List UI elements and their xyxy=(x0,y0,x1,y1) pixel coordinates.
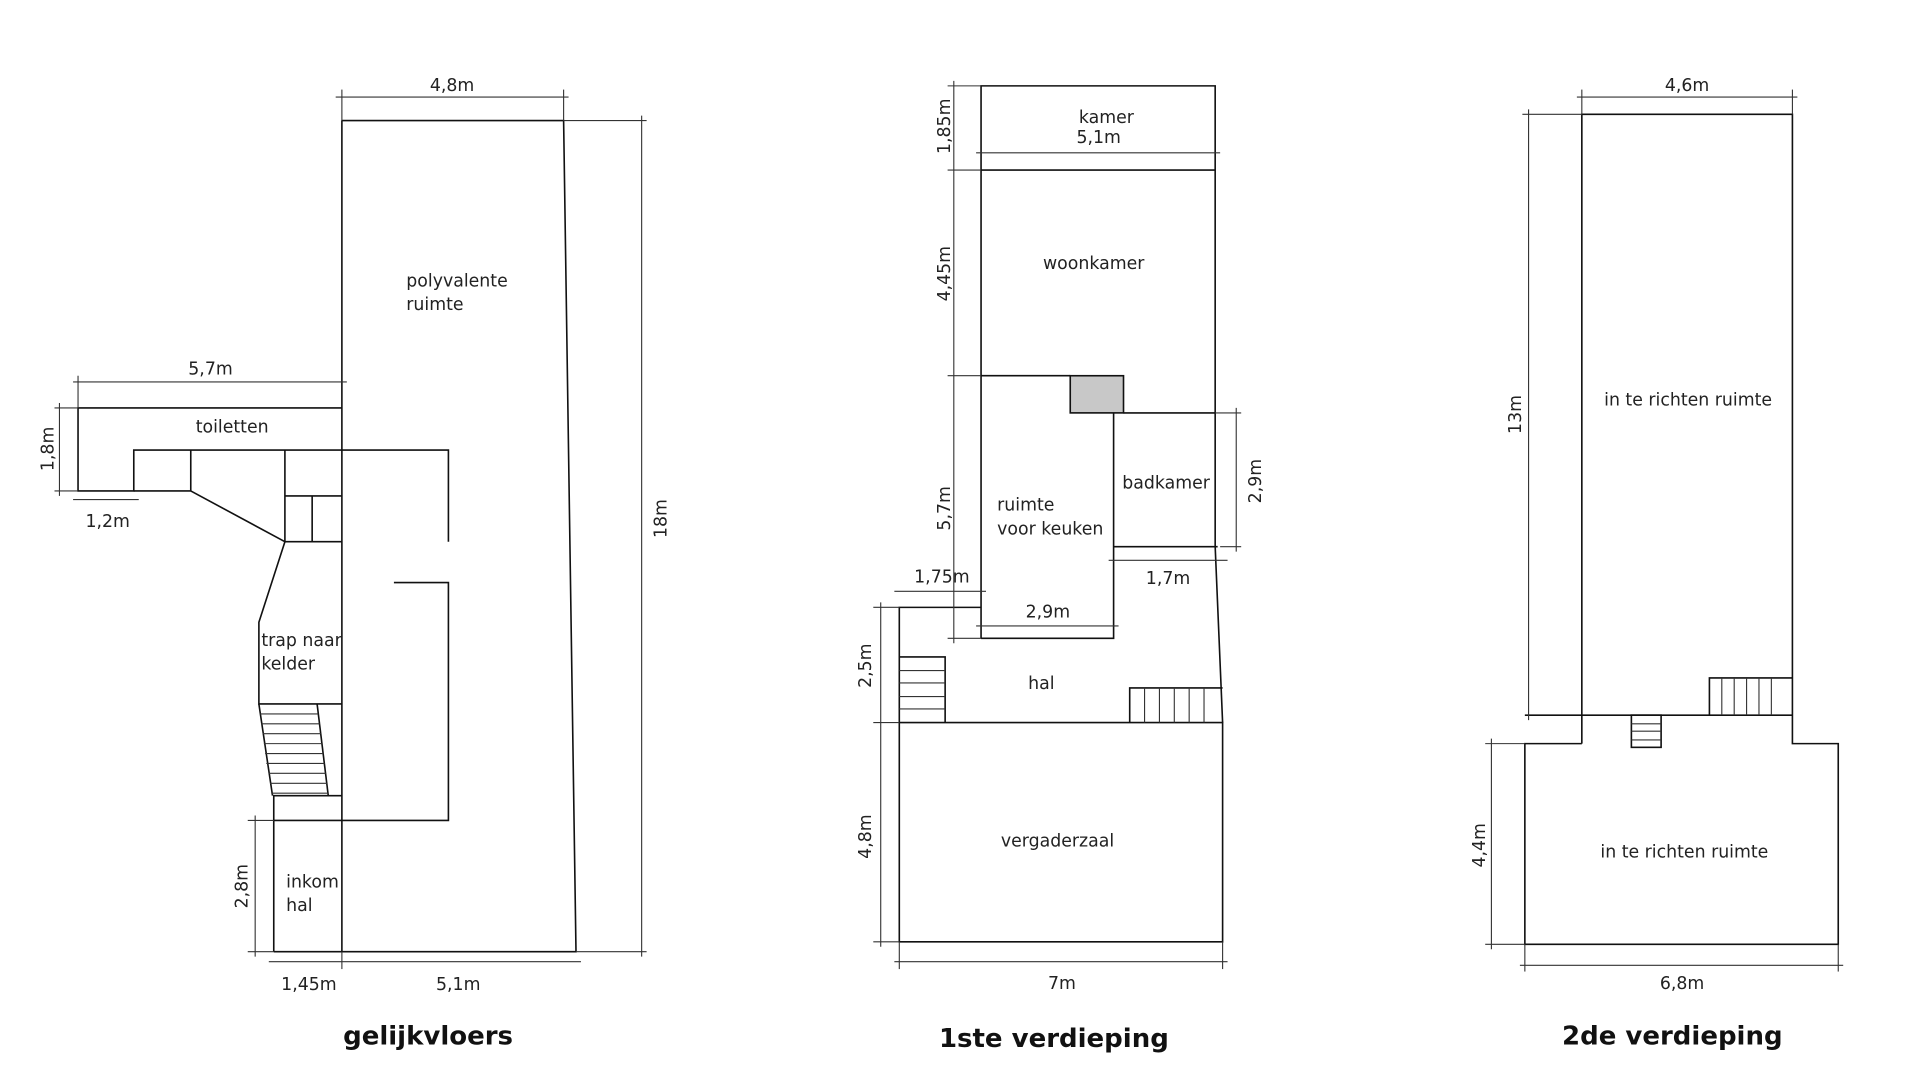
walls xyxy=(77,119,577,953)
dimension-lines xyxy=(873,80,1242,970)
dimension-label: 5,1m xyxy=(436,975,480,995)
dimension-label: 5,7m xyxy=(935,486,955,530)
room-label: trap naar xyxy=(261,631,342,651)
dimension-label: 1,7m xyxy=(1146,569,1190,589)
room-label: badkamer xyxy=(1122,473,1211,493)
floor-title: gelijkvloers xyxy=(343,1022,513,1052)
dimension-label: 5,1m xyxy=(1076,128,1120,148)
room-label: hal xyxy=(286,896,312,916)
floor-title: 1ste verdieping xyxy=(939,1024,1169,1054)
room-label: ruimte xyxy=(406,295,463,315)
room-label: woonkamer xyxy=(1043,254,1145,274)
first-floor-plan: kamer 5,1m woonkamer ruimte voor keuken … xyxy=(856,80,1266,1054)
dimension-label: 1,2m xyxy=(85,512,129,532)
room-label: toiletten xyxy=(196,418,269,438)
dimension-lines xyxy=(1485,89,1844,972)
dimension-label: 2,9m xyxy=(1026,602,1070,622)
dimension-label: 1,8m xyxy=(38,427,58,471)
ground-floor-plan: polyvalente ruimte toiletten trap naar k… xyxy=(38,76,671,1052)
dimension-label: 6,8m xyxy=(1660,974,1704,994)
room-label: vergaderzaal xyxy=(1001,831,1114,851)
dimension-label: 2,8m xyxy=(233,864,253,908)
stairs xyxy=(899,656,1223,723)
second-floor-plan: in te richten ruimte in te richten ruimt… xyxy=(1470,76,1844,1052)
dimension-label: 4,45m xyxy=(935,246,955,301)
room-label: in te richten ruimte xyxy=(1604,390,1772,410)
room-label: hal xyxy=(1028,674,1054,694)
dimension-label: 1,75m xyxy=(914,568,969,588)
dimension-label: 7m xyxy=(1048,974,1076,994)
dimension-label: 18m xyxy=(651,499,671,538)
dimension-label: 1,45m xyxy=(281,975,336,995)
dimension-label: 4,8m xyxy=(430,76,474,96)
dimension-label: 13m xyxy=(1506,395,1526,434)
stairs xyxy=(1630,677,1793,749)
basement-stairs xyxy=(260,713,329,794)
room-label: voor keuken xyxy=(997,519,1103,539)
dimension-label: 4,4m xyxy=(1470,823,1490,867)
dimension-label: 2,5m xyxy=(856,643,876,687)
room-label: polyvalente xyxy=(406,272,507,292)
chimney xyxy=(1069,374,1125,414)
dimension-lines xyxy=(54,89,647,970)
room-label: kamer xyxy=(1079,108,1135,128)
dimension-label: 4,6m xyxy=(1665,76,1709,96)
dimension-label: 4,8m xyxy=(856,814,876,858)
room-label: in te richten ruimte xyxy=(1600,843,1768,863)
walls xyxy=(898,85,1224,943)
dimension-label: 2,9m xyxy=(1246,459,1266,503)
room-label: inkom xyxy=(286,872,339,892)
room-label: kelder xyxy=(261,654,316,674)
room-label: ruimte xyxy=(997,496,1054,516)
floor-title: 2de verdieping xyxy=(1562,1022,1783,1052)
dimension-label: 5,7m xyxy=(188,359,232,379)
walls xyxy=(1524,113,1840,946)
dimension-label: 1,85m xyxy=(935,99,955,154)
